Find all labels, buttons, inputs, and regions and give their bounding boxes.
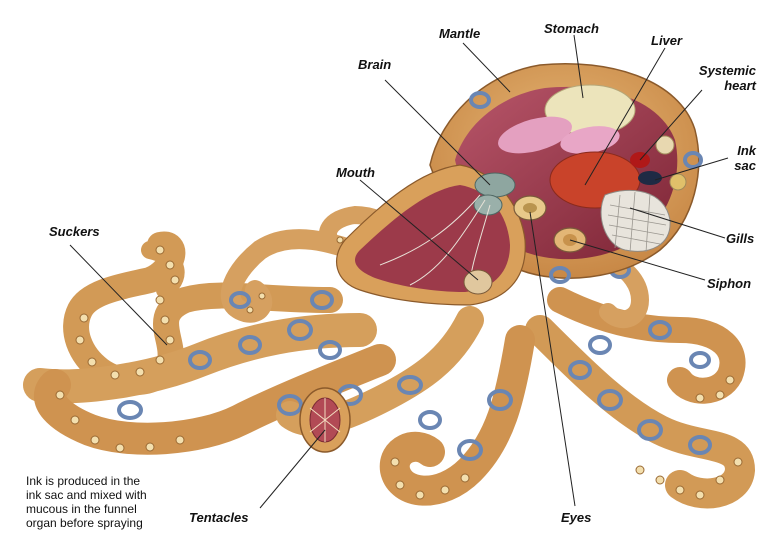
caption-line-3: mucous in the funnel bbox=[26, 502, 137, 516]
label-systemic-heart-line1: Systemic bbox=[698, 63, 756, 78]
label-suckers: Suckers bbox=[49, 224, 100, 239]
label-siphon: Siphon bbox=[707, 276, 752, 291]
label-mantle: Mantle bbox=[439, 26, 481, 41]
suckers bbox=[55, 236, 743, 500]
label-eyes: Eyes bbox=[561, 510, 592, 525]
label-ink-sac-line1: Ink bbox=[737, 143, 756, 158]
octopus-body bbox=[336, 63, 703, 306]
label-tentacles: Tentacles bbox=[189, 510, 249, 525]
label-mouth: Mouth bbox=[336, 165, 375, 180]
label-liver: Liver bbox=[651, 33, 683, 48]
label-systemic-heart: Systemic heart bbox=[699, 63, 756, 93]
leader-lines bbox=[69, 34, 729, 509]
label-ink-sac: Ink sac bbox=[734, 143, 756, 173]
caption-line-4: organ before spraying bbox=[26, 516, 143, 530]
label-brain: Brain bbox=[358, 57, 392, 72]
label-ink-sac-line2: sac bbox=[734, 158, 756, 173]
caption-line-2: ink sac and mixed with bbox=[26, 488, 147, 502]
tentacle-cross-section bbox=[299, 387, 351, 453]
ink-caption: Ink is produced in the ink sac and mixed… bbox=[26, 474, 196, 530]
caption-line-1: Ink is produced in the bbox=[26, 474, 141, 488]
label-gills: Gills bbox=[726, 231, 755, 246]
label-stomach: Stomach bbox=[544, 21, 599, 36]
label-systemic-heart-line2: heart bbox=[724, 78, 756, 93]
